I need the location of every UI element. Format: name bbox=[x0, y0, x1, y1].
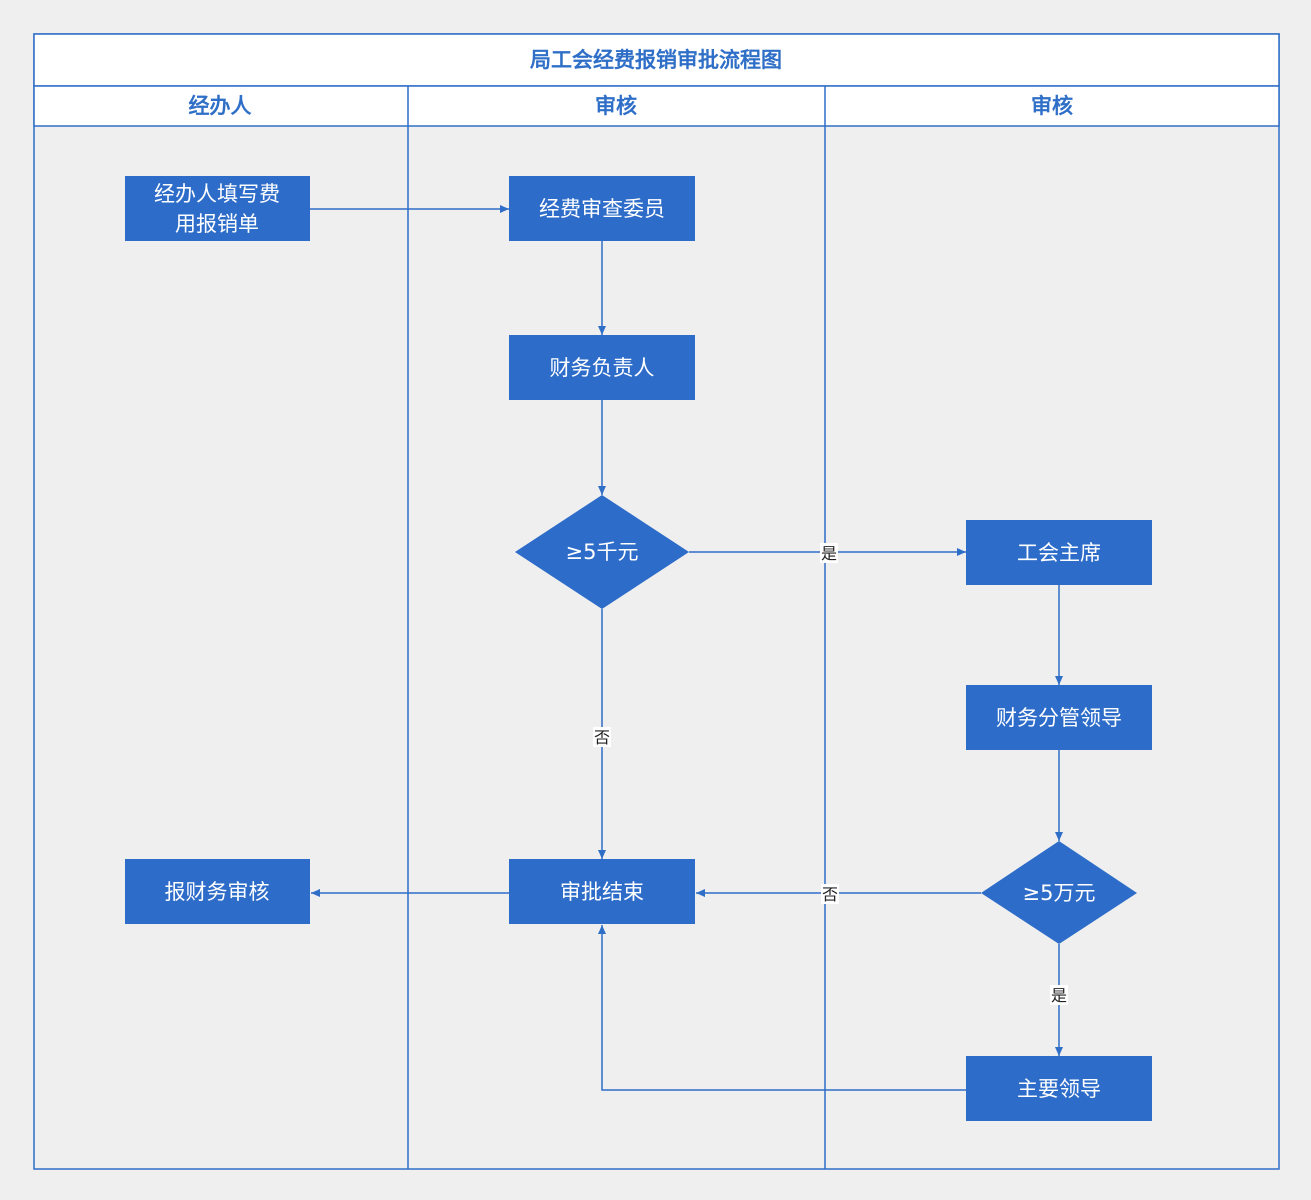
node-fill-form-line2: 用报销单 bbox=[175, 212, 259, 236]
edge-label-bg bbox=[1050, 985, 1068, 1005]
decision-5k-label: ≥5千元 bbox=[566, 540, 639, 564]
node-fill-form: 经办人填写费 用报销单 bbox=[125, 176, 310, 241]
node-submit-finance: 报财务审核 bbox=[125, 859, 310, 924]
node-approval-end: 审批结束 bbox=[509, 859, 695, 924]
lane-header-review-2: 审核 bbox=[1031, 94, 1073, 118]
diagram-title: 局工会经费报销审批流程图 bbox=[530, 48, 782, 72]
decision-5k: ≥5千元 bbox=[515, 495, 689, 609]
edge-label-yes-1: 是 bbox=[821, 544, 837, 563]
node-finance-head: 财务负责人 bbox=[509, 335, 695, 400]
node-main-leader-label: 主要领导 bbox=[1017, 1077, 1101, 1101]
decision-50k: ≥5万元 bbox=[981, 841, 1137, 944]
lane-header-review-1: 审核 bbox=[595, 94, 637, 118]
lane-header-handler: 经办人 bbox=[189, 94, 252, 118]
edge-label-bg bbox=[821, 884, 839, 904]
node-submit-finance-label: 报财务审核 bbox=[165, 880, 270, 904]
decision-50k-label: ≥5万元 bbox=[1023, 881, 1096, 905]
node-finance-head-label: 财务负责人 bbox=[550, 356, 655, 380]
node-committee: 经费审查委员 bbox=[509, 176, 695, 241]
node-main-leader: 主要领导 bbox=[966, 1056, 1152, 1121]
node-finance-leader-label: 财务分管领导 bbox=[996, 706, 1122, 730]
edge-label-bg bbox=[593, 727, 611, 747]
node-fill-form-line1: 经办人填写费 bbox=[154, 182, 280, 206]
edge-label-no-1: 否 bbox=[594, 728, 610, 747]
edge-main-leader-to-end bbox=[598, 925, 966, 1091]
node-finance-leader: 财务分管领导 bbox=[966, 685, 1152, 750]
node-approval-end-label: 审批结束 bbox=[560, 880, 644, 904]
edge-label-yes-2: 是 bbox=[1051, 986, 1067, 1005]
node-union-chair: 工会主席 bbox=[966, 520, 1152, 585]
edge-label-no-2: 否 bbox=[822, 885, 838, 904]
node-union-chair-label: 工会主席 bbox=[1017, 541, 1101, 565]
node-committee-label: 经费审查委员 bbox=[539, 197, 665, 221]
edge-label-bg bbox=[820, 543, 838, 563]
lane-header-bar bbox=[33, 85, 1280, 127]
